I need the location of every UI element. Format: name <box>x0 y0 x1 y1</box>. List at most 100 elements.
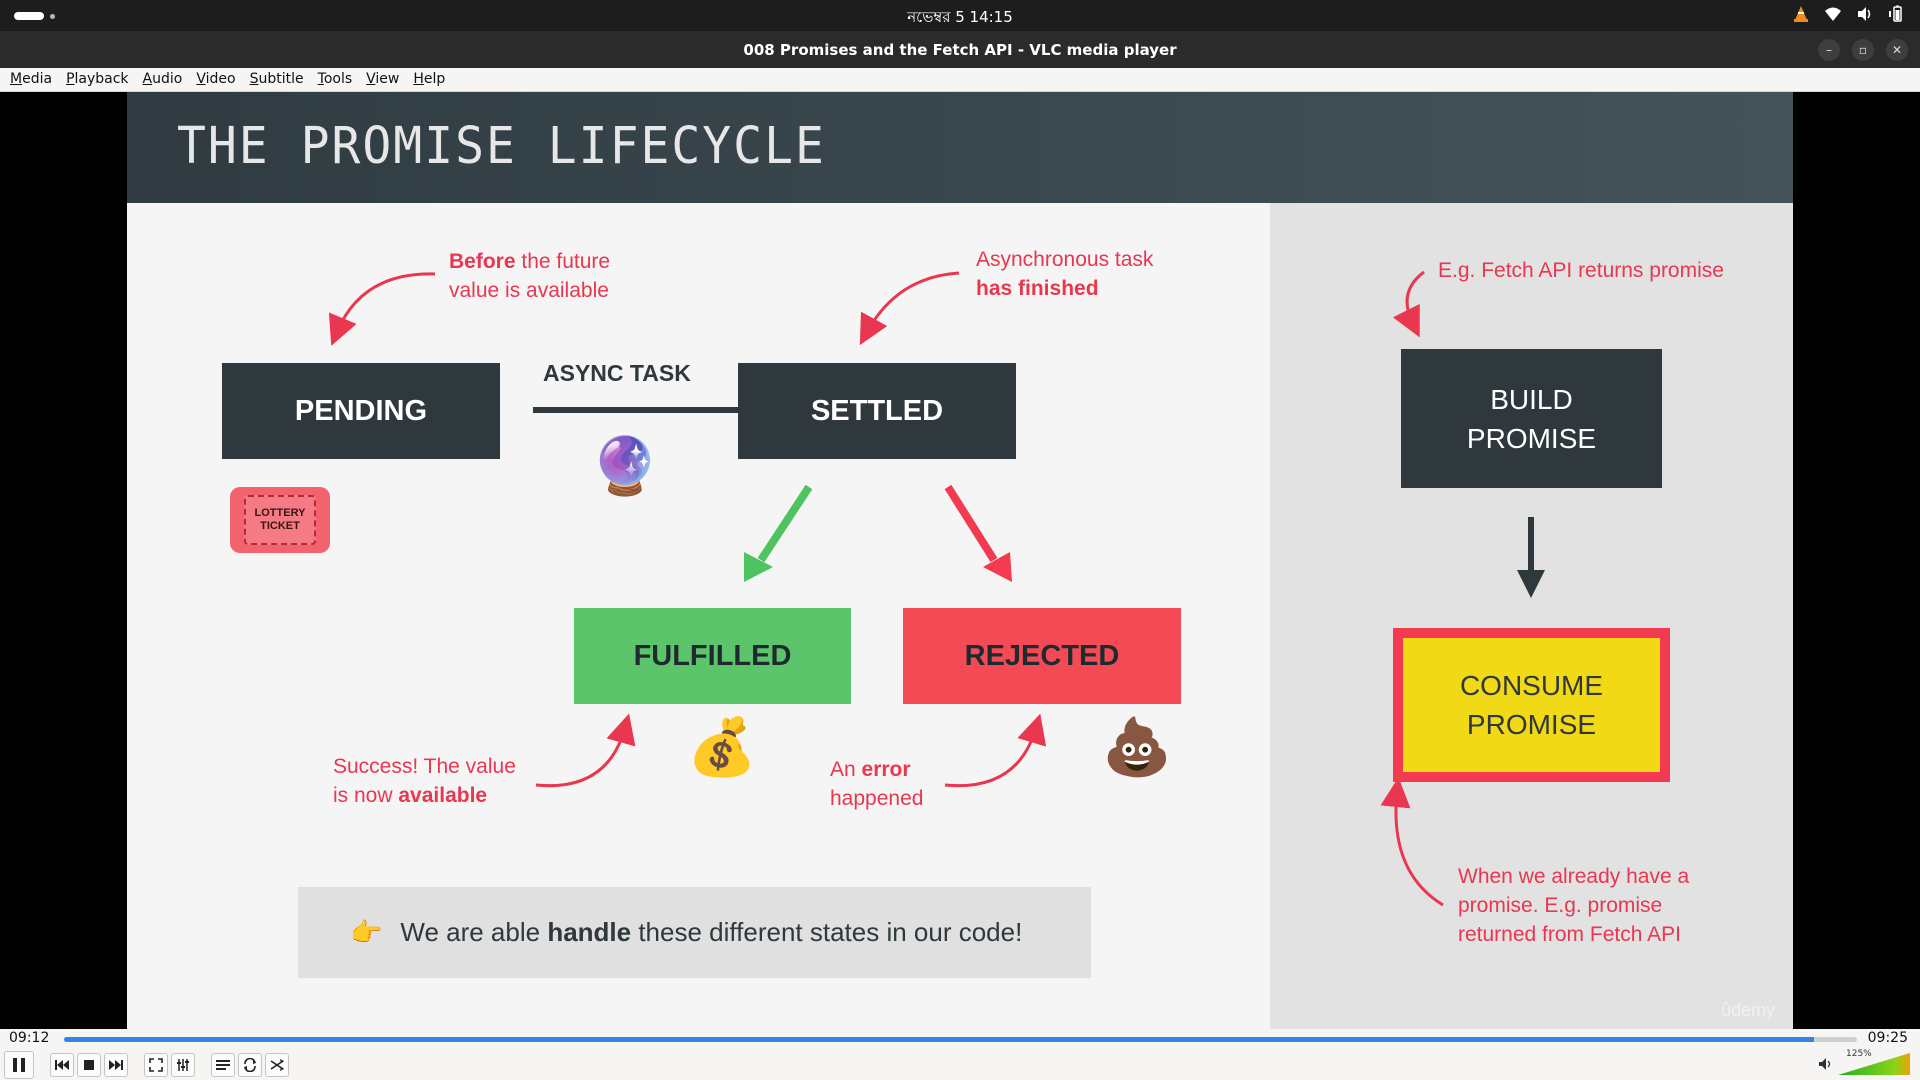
note-error: An error happened <box>830 755 923 813</box>
volume-control[interactable]: 125% <box>1818 1049 1910 1075</box>
right-panel <box>1270 203 1793 1029</box>
pending-box: PENDING <box>222 363 500 459</box>
minimize-button[interactable]: – <box>1818 39 1840 61</box>
menu-label-rest: edia <box>22 71 53 87</box>
battery-icon[interactable] <box>1888 5 1906 23</box>
note-consume: When we already have a promise. E.g. pro… <box>1458 862 1689 949</box>
volume-slider[interactable]: 125% <box>1838 1049 1910 1075</box>
note-before-rest: the future <box>515 250 611 273</box>
window-title: 008 Promises and the Fetch API - VLC med… <box>743 41 1177 59</box>
fulfilled-arrow <box>757 484 813 563</box>
menu-audio[interactable]: Audio <box>137 68 189 91</box>
consume-note-arrow <box>1380 777 1444 907</box>
stop-icon <box>84 1060 94 1070</box>
success-note-arrow <box>535 713 636 788</box>
slide-title: THE PROMISE LIFECYCLE <box>177 116 826 176</box>
menu-label-rest: layback <box>74 71 129 87</box>
note-before-line2: value is available <box>449 279 609 302</box>
vlc-cone-icon[interactable] <box>1792 5 1810 23</box>
workspace-dot[interactable] <box>50 14 55 19</box>
note-consume-line1: When we already have a <box>1458 865 1690 888</box>
build-promise-box: BUILD PROMISE <box>1401 349 1662 488</box>
system-tray[interactable] <box>1792 5 1906 23</box>
pointing-hand-icon: 👉 <box>350 917 383 947</box>
poop-icon: 💩 <box>1102 715 1172 780</box>
menu-view[interactable]: View <box>360 68 405 91</box>
note-async-bold: has finished <box>976 277 1099 300</box>
equalizer-icon <box>177 1059 189 1071</box>
workspace-indicator[interactable] <box>14 12 44 20</box>
previous-button[interactable] <box>50 1053 74 1077</box>
player-controls: 09:12 09:25 <box>0 1029 1920 1080</box>
rejected-box: REJECTED <box>903 608 1181 704</box>
note-consume-line3: returned from Fetch API <box>1458 923 1681 946</box>
menu-bar: Media Playback Audio Video Subtitle Tool… <box>0 68 1920 92</box>
money-bag-icon: 💰 <box>687 715 757 780</box>
system-top-bar: নভেম্বর 5 14:15 <box>0 0 1920 31</box>
loop-icon <box>244 1058 256 1072</box>
menu-label-rest: ubtitle <box>258 71 304 87</box>
window-title-bar[interactable]: 008 Promises and the Fetch API - VLC med… <box>0 31 1920 68</box>
wifi-icon[interactable] <box>1824 5 1842 23</box>
control-buttons <box>4 1051 289 1079</box>
menu-mnemonic: V <box>196 71 206 87</box>
volume-label: 125% <box>1846 1049 1872 1059</box>
note-success-line1: Success! The value <box>333 755 516 778</box>
pause-icon <box>13 1058 25 1072</box>
note-success: Success! The value is now available <box>333 752 516 810</box>
menu-label-rest: ools <box>323 71 353 87</box>
volume-icon[interactable] <box>1856 5 1874 23</box>
diagram-arrows <box>328 270 1545 907</box>
loop-button[interactable] <box>238 1053 262 1077</box>
note-success-pre: is now <box>333 784 399 807</box>
stop-button[interactable] <box>77 1053 101 1077</box>
note-before: Before the future value is available <box>449 247 610 305</box>
menu-label-rest: elp <box>423 71 446 87</box>
seek-bar[interactable] <box>64 1037 1857 1042</box>
callout-pre: We are able <box>400 917 548 947</box>
window-buttons: – ▫ ✕ <box>1818 39 1908 61</box>
fulfilled-box: FULFILLED <box>574 608 851 704</box>
note-error-bold: error <box>861 758 911 781</box>
next-button[interactable] <box>104 1053 128 1077</box>
menu-video[interactable]: Video <box>190 68 241 91</box>
note-error-pre: An <box>830 758 862 781</box>
menu-mnemonic: H <box>413 71 424 87</box>
menu-playback[interactable]: Playback <box>60 68 134 91</box>
callout-box: 👉 We are able handle these different sta… <box>298 887 1091 978</box>
before-note-arrow <box>328 272 436 346</box>
rejected-arrow <box>944 484 998 563</box>
playlist-button[interactable] <box>211 1053 235 1077</box>
menu-tools[interactable]: Tools <box>312 68 359 91</box>
fullscreen-button[interactable] <box>144 1053 168 1077</box>
callout-bold: handle <box>547 917 632 947</box>
speaker-icon[interactable] <box>1818 1057 1832 1075</box>
menu-help[interactable]: Help <box>407 68 451 91</box>
build-promise-line2: PROMISE <box>1466 422 1597 454</box>
video-area[interactable]: THE PROMISE LIFECYCLE <box>0 92 1920 1029</box>
close-button[interactable]: ✕ <box>1886 39 1908 61</box>
menu-label-rest: iew <box>375 71 400 87</box>
menu-label-rest: ideo <box>205 71 236 87</box>
error-note-arrow <box>944 713 1047 788</box>
shuffle-button[interactable] <box>265 1053 289 1077</box>
build-promise-line1: BUILD <box>1490 383 1573 415</box>
slide-header: THE PROMISE LIFECYCLE <box>127 92 1793 203</box>
menu-subtitle[interactable]: Subtitle <box>244 68 310 91</box>
menu-mnemonic: S <box>249 71 259 87</box>
menu-mnemonic: M <box>10 71 23 87</box>
system-clock[interactable]: নভেম্বর 5 14:15 <box>907 8 1013 26</box>
pause-button[interactable] <box>4 1051 34 1079</box>
fullscreen-icon <box>149 1058 163 1072</box>
total-time[interactable]: 09:25 <box>1867 1030 1908 1046</box>
consume-promise-line2: PROMISE <box>1466 709 1597 740</box>
seek-bar-fill <box>64 1037 1814 1042</box>
settled-box: SETTLED <box>738 363 1016 459</box>
async-task-label: ASYNC TASK <box>543 360 691 386</box>
menu-mnemonic: T <box>317 71 324 87</box>
note-success-bold: available <box>398 784 488 807</box>
menu-media[interactable]: Media <box>4 68 58 91</box>
extended-settings-button[interactable] <box>171 1053 195 1077</box>
maximize-button[interactable]: ▫ <box>1852 39 1874 61</box>
note-async-line1: Asynchronous task <box>976 248 1154 271</box>
